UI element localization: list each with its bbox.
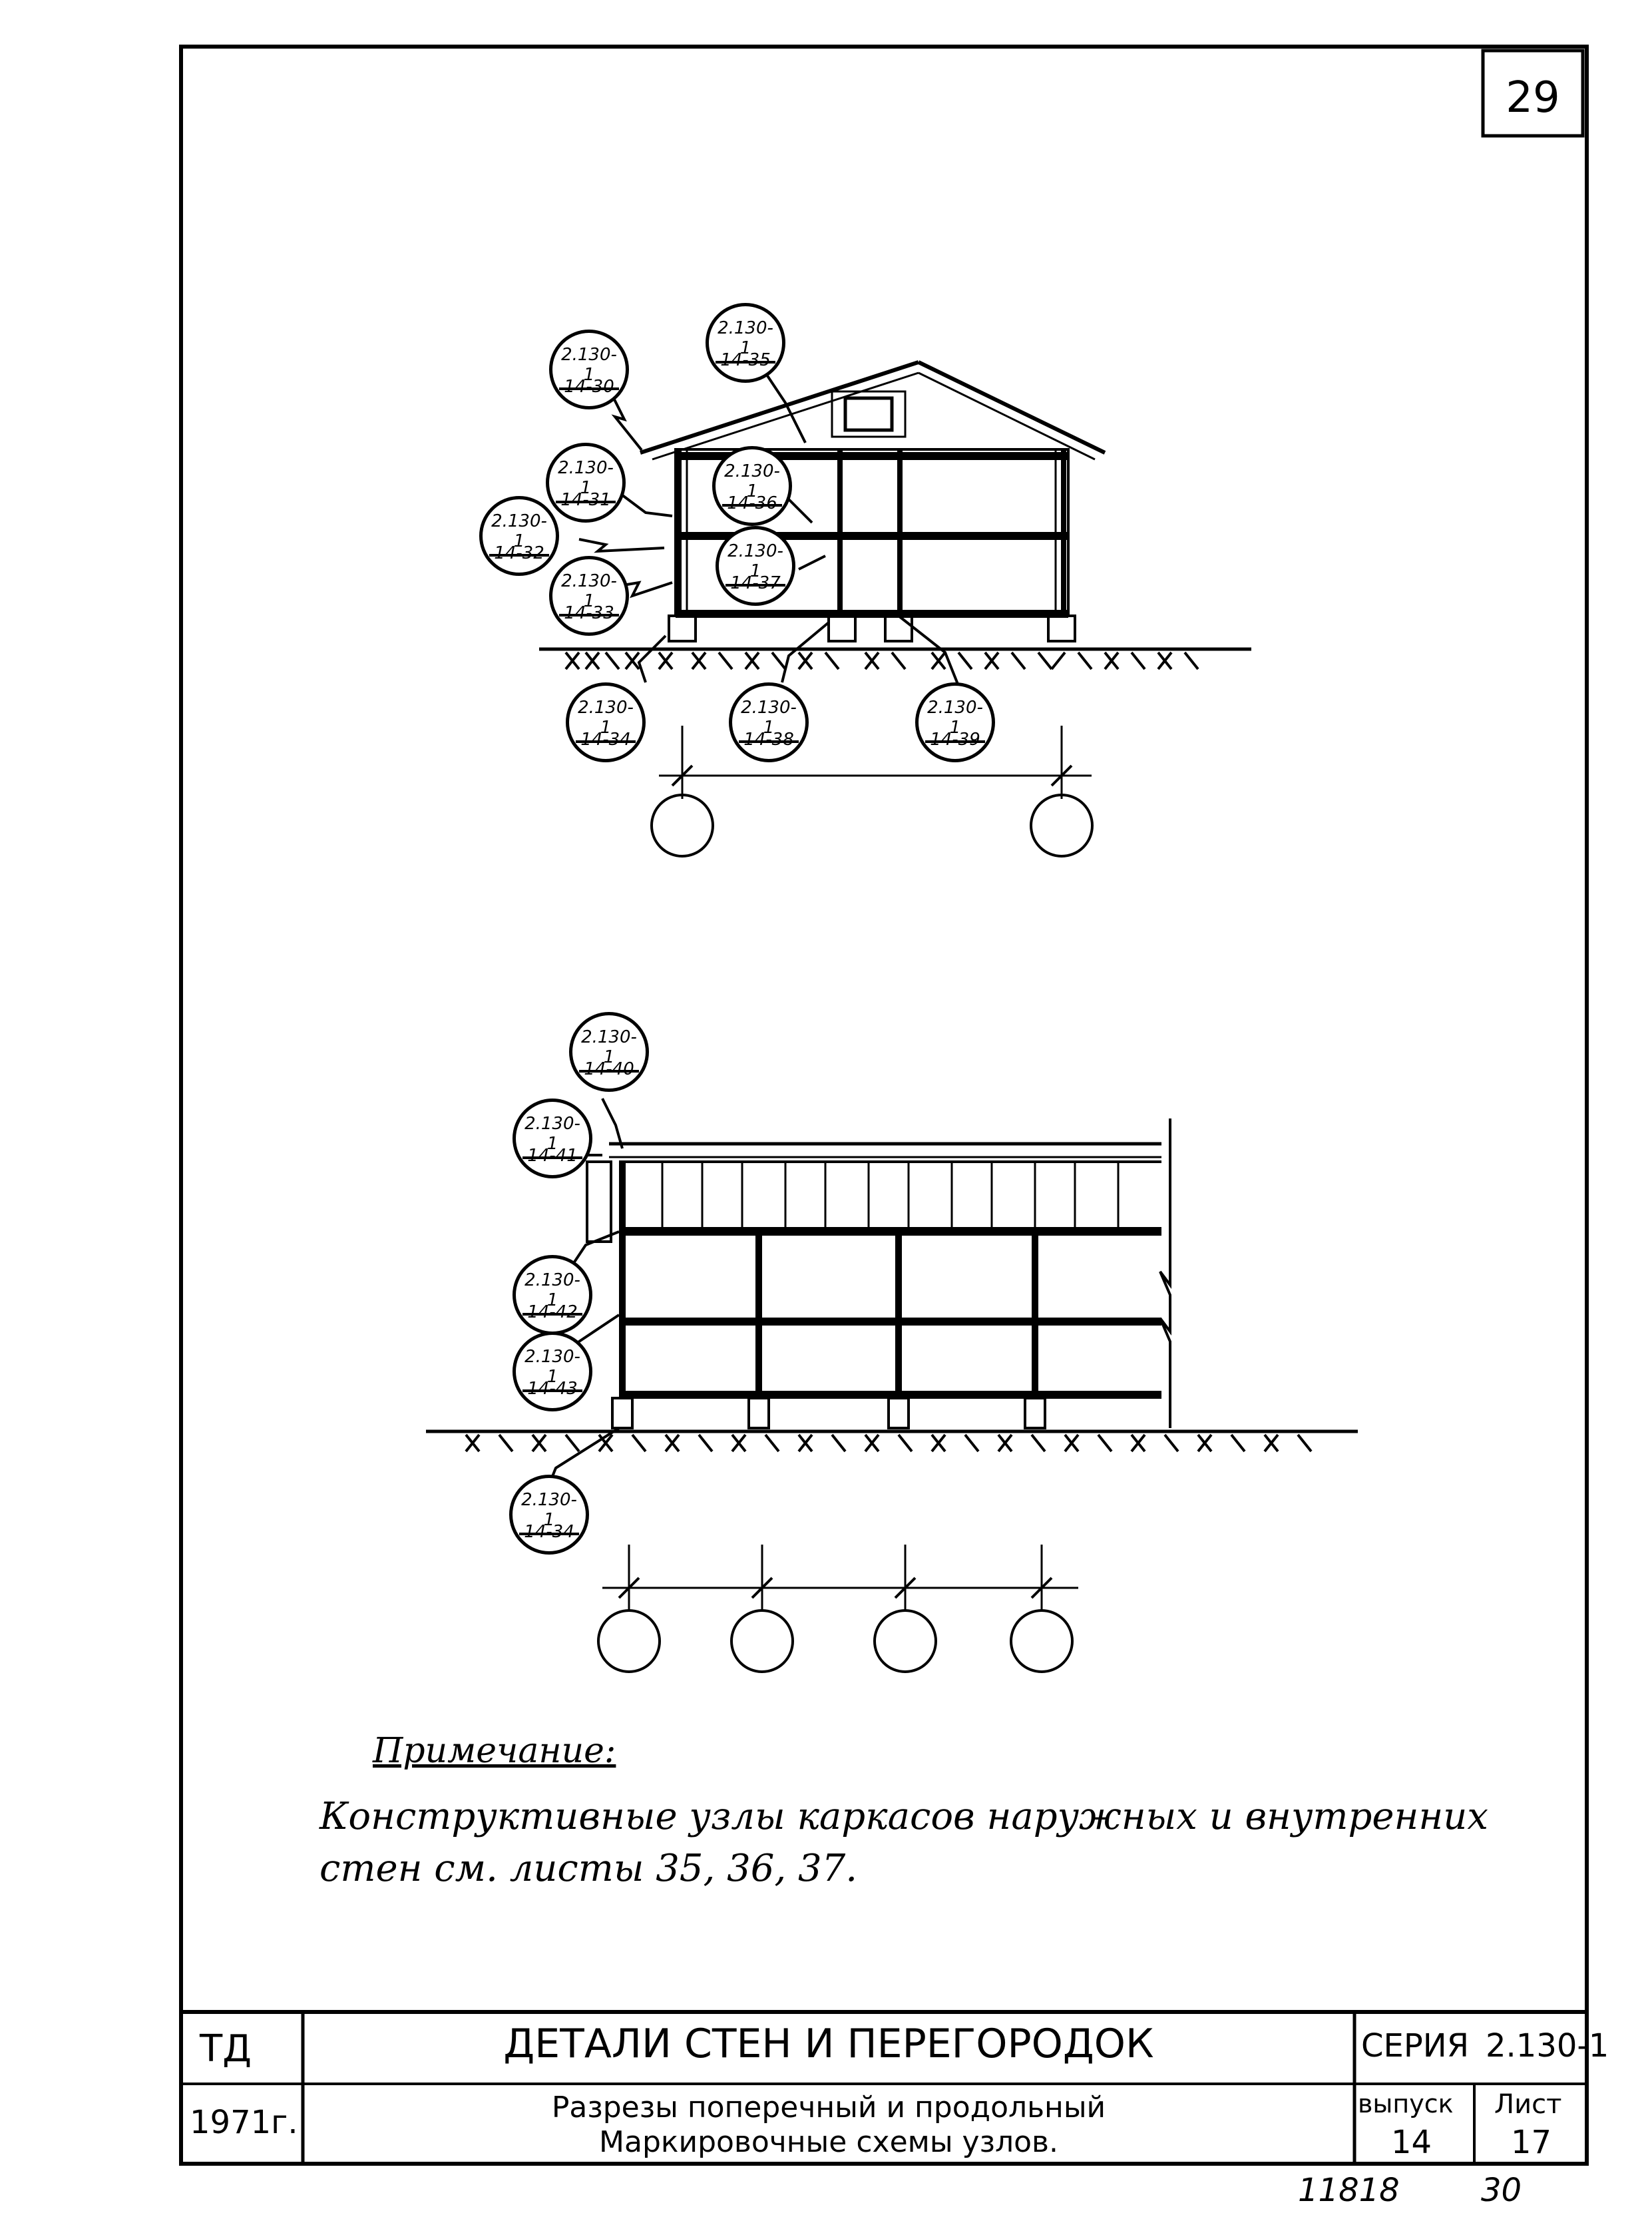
callout-sheet: 14-42 [527, 1302, 578, 1322]
inventory-number: 11818 [1298, 2172, 1400, 2209]
callout-sheet: 14-35 [720, 350, 771, 370]
callout-leaders-top [578, 362, 960, 686]
axis-bubble [650, 794, 714, 858]
callout-series: 2.130-1 [559, 571, 619, 617]
callout-series: 2.130-1 [522, 1347, 582, 1392]
callout-series: 2.130-1 [739, 698, 799, 743]
callout-sheet: 14-30 [564, 377, 614, 397]
series-value: 2.130-1 [1486, 2027, 1609, 2065]
callout-sheet: 14-38 [743, 730, 794, 750]
drawing-subtitle-line1: Разрезы поперечный и продольный [551, 2091, 1106, 2124]
axis-bubble [873, 1609, 937, 1673]
title-block-frame [181, 2010, 1587, 2164]
drawing-frame [179, 45, 1589, 2166]
callout-series: 2.130-1 [522, 1270, 582, 1316]
callout-series: 2.130-1 [716, 318, 775, 364]
sheet-value: 17 [1511, 2124, 1552, 2161]
callout-sheet: 14-40 [584, 1059, 634, 1079]
callout-sheet: 14-34 [580, 730, 631, 750]
callout-sheet: 14-33 [564, 603, 614, 623]
callout-sheet: 14-37 [730, 573, 781, 593]
callout-sheet: 14-41 [527, 1146, 578, 1166]
callout-series: 2.130-1 [522, 1114, 582, 1159]
issue-label: выпуск [1358, 2089, 1454, 2118]
callout-series: 2.130-1 [559, 345, 619, 390]
callout-sheet: 14-36 [727, 493, 777, 513]
callout-series: 2.130-1 [579, 1027, 639, 1073]
note-title: Примечание: [373, 1731, 616, 1771]
callout-sheet: 14-32 [494, 543, 544, 563]
callout-sheet: 14-39 [930, 730, 980, 750]
callout-sheet: 14-31 [560, 490, 611, 510]
note-text: Конструктивные узлы каркасов наружных и … [319, 1795, 1488, 1890]
drawing-title: ДЕТАЛИ СТЕН И ПЕРЕГОРОДОК [503, 2021, 1154, 2067]
longitudinal-section [426, 1118, 1358, 1673]
callout-series: 2.130-1 [576, 698, 636, 743]
roof-left-slope [640, 360, 919, 455]
transverse-section [539, 360, 1251, 858]
callout-sheet: 14-34 [524, 1522, 574, 1542]
callout-series: 2.130-1 [725, 541, 785, 587]
page-number: 30 [1481, 2172, 1522, 2209]
sheet-number: 29 [1506, 73, 1559, 123]
title-block-year: 1971г. [190, 2104, 298, 2141]
axis-bubble [597, 1609, 661, 1673]
sheet-label: Лист [1494, 2089, 1562, 2120]
callout-series: 2.130-1 [519, 1490, 579, 1535]
axis-bubble [730, 1609, 794, 1673]
issue-value: 14 [1391, 2124, 1432, 2161]
callout-series: 2.130-1 [925, 698, 985, 743]
callout-series: 2.130-1 [722, 461, 782, 507]
series-label: СЕРИЯ [1361, 2027, 1470, 2065]
title-block-org: ТД [200, 2027, 252, 2071]
axis-bubble [1010, 1609, 1074, 1673]
callout-series: 2.130-1 [556, 458, 616, 503]
axis-bubble [1030, 794, 1094, 858]
roof-right-slope [917, 360, 1106, 455]
attic-window [843, 396, 894, 432]
callout-series: 2.130-1 [489, 511, 549, 557]
sheet-number-box [1481, 49, 1585, 138]
callout-sheet: 14-43 [527, 1379, 578, 1399]
drawing-subtitle-line2: Маркировочные схемы узлов. [599, 2125, 1058, 2159]
